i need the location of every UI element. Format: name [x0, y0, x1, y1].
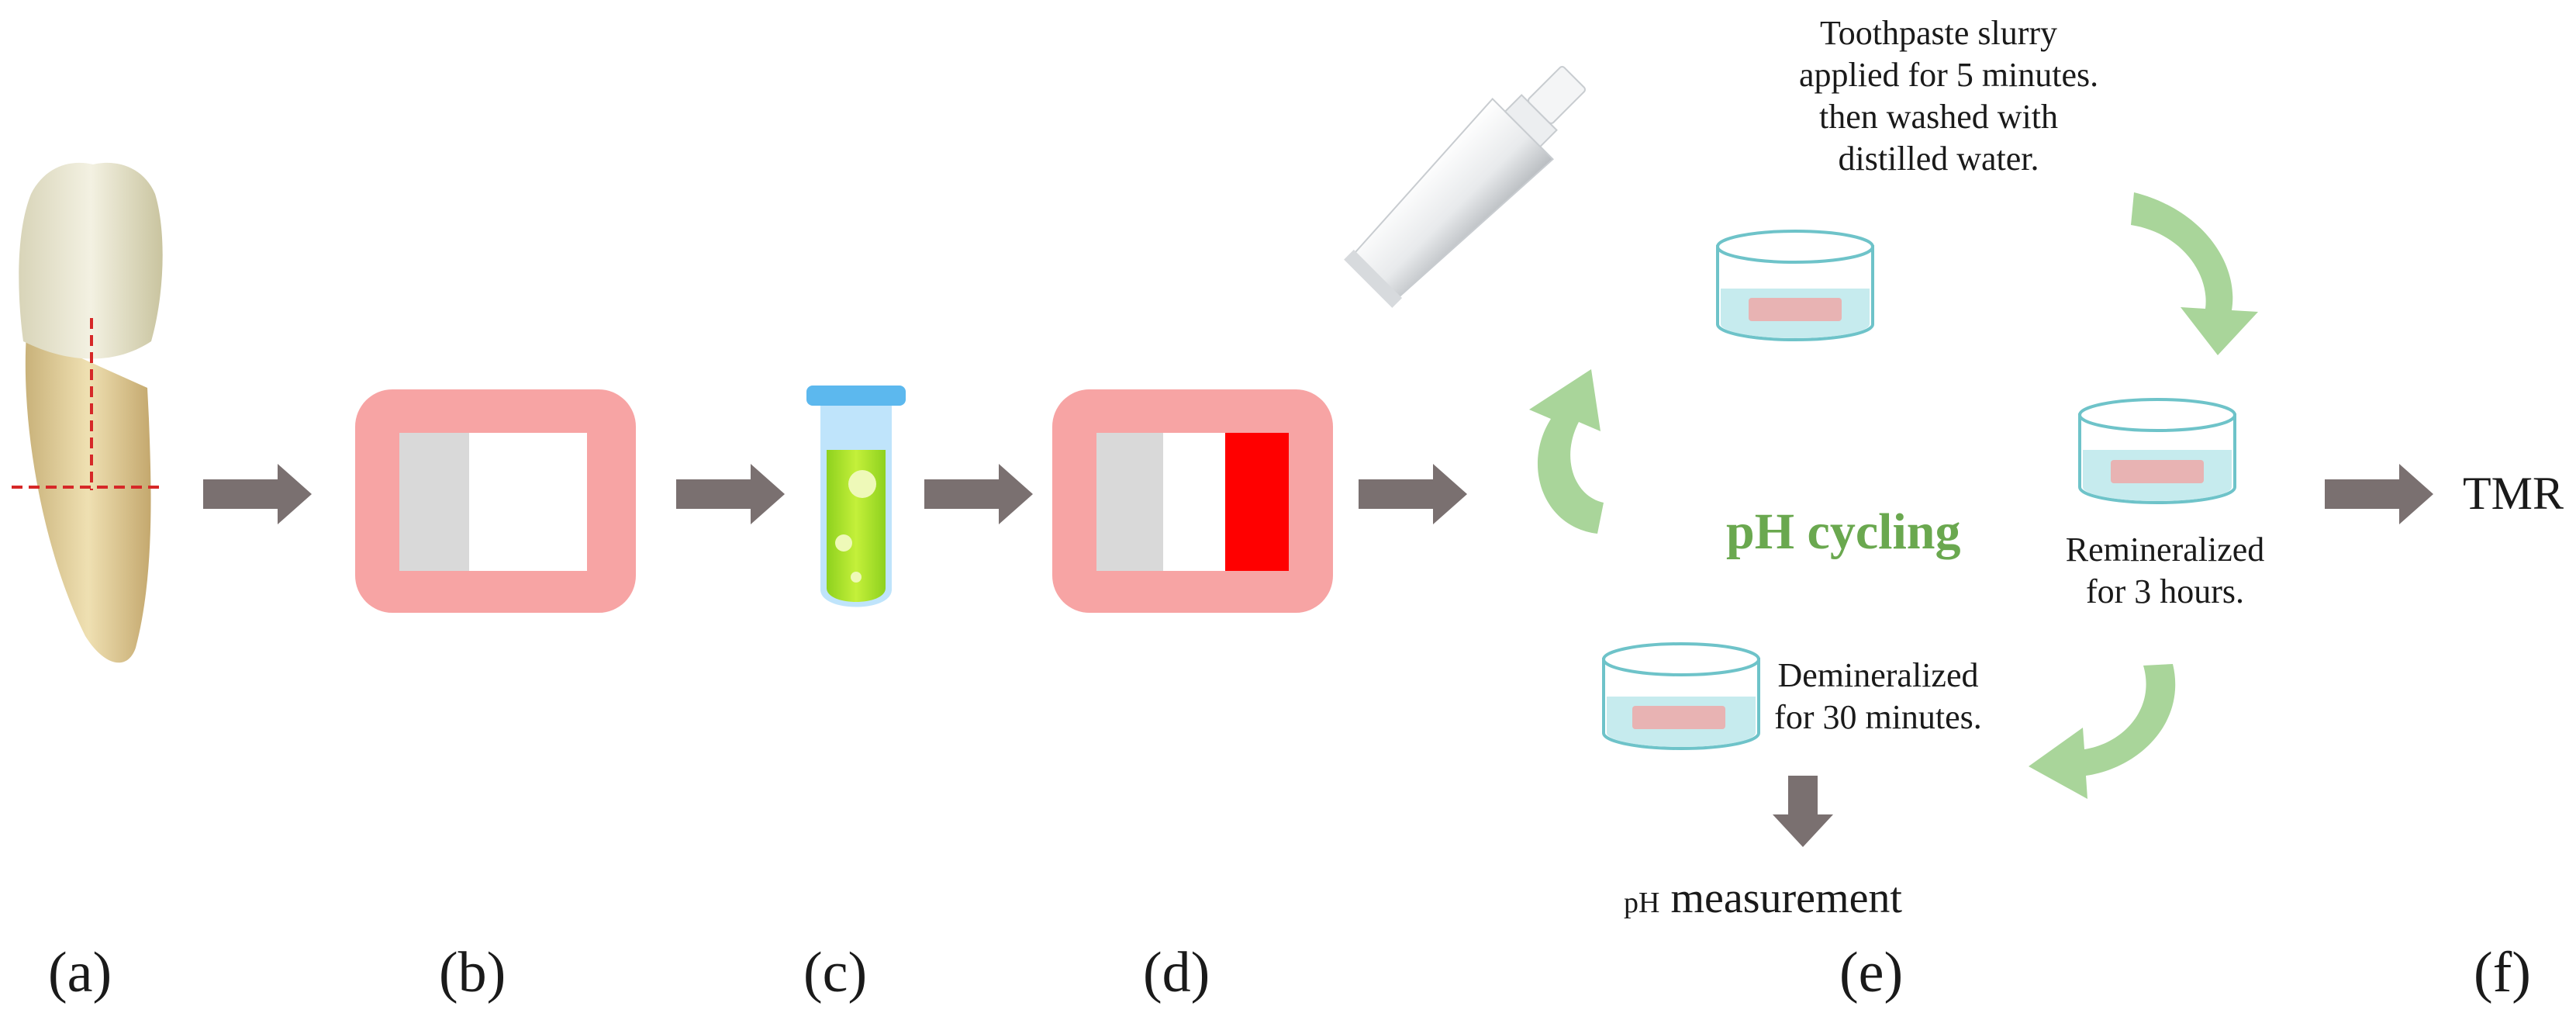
panel-label-c: (c)	[803, 941, 868, 1005]
toothpaste-tube-icon	[1344, 65, 1587, 308]
arrow-e-f	[2325, 464, 2433, 524]
cycle-arrow-top-right	[2131, 192, 2258, 355]
final-step-label: TMR	[2463, 468, 2564, 519]
cycle-arrow-left	[1529, 369, 1604, 534]
ph-measurement-prefix: pH	[1624, 887, 1660, 919]
ph-measurement-label: pH measurement	[1624, 873, 1902, 923]
panel-label-e: (e)	[1839, 941, 1904, 1005]
demineralize-note-line-2: for 30 minutes.	[1774, 698, 1982, 736]
sample-block-d	[1052, 389, 1333, 613]
demineralize-note-line-1: Demineralized	[1777, 656, 1979, 694]
arrow-d-e	[1359, 464, 1467, 524]
panel-label-a: (a)	[48, 941, 112, 1005]
arrow-c-d	[924, 464, 1033, 524]
toothpaste-note-line-1: Toothpaste slurry	[1819, 14, 2058, 52]
petri-dish-remineralize	[2078, 398, 2236, 504]
toothpaste-note: Toothpaste slurry applied for 5 minutes.…	[1799, 12, 2099, 180]
tooth-icon	[12, 162, 163, 663]
remineralize-note-line-2: for 3 hours.	[2085, 572, 2245, 610]
cycle-arrow-bottom-right	[2029, 664, 2176, 799]
cycle-title: pH cycling	[1726, 503, 1961, 560]
remineralize-note-line-1: Remineralized	[2065, 531, 2265, 569]
petri-dish-toothpaste	[1716, 230, 1874, 341]
test-tube-icon	[806, 386, 906, 607]
petri-dish-demineralize	[1602, 642, 1760, 750]
panel-label-f: (f)	[2474, 941, 2531, 1005]
panel-label-d: (d)	[1143, 941, 1210, 1005]
remineralize-note: Remineralized for 3 hours.	[2064, 529, 2266, 613]
toothpaste-note-line-4: distilled water.	[1838, 140, 2039, 178]
toothpaste-note-line-3: then washed with	[1819, 98, 2058, 136]
panel-label-b: (b)	[439, 941, 506, 1005]
sample-block-b	[355, 389, 636, 613]
ph-measurement-word: measurement	[1670, 874, 1902, 922]
cycle-arrows	[1529, 192, 2258, 799]
flow-arrows	[203, 464, 2433, 847]
arrow-b-c	[676, 464, 785, 524]
arrow-down-measurement	[1773, 776, 1833, 847]
demineralize-note: Demineralized for 30 minutes.	[1762, 655, 1994, 738]
toothpaste-note-line-2: applied for 5 minutes.	[1799, 56, 2099, 94]
arrow-a-b	[203, 464, 312, 524]
